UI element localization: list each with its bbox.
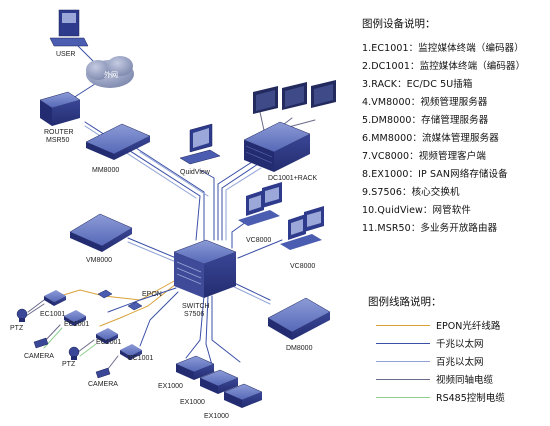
ex1000-1: EX1000 [158,355,215,390]
ptz-1: PTZ [10,308,28,332]
camera-2: CAMERA [88,367,118,388]
camera-1: CAMERA [24,337,54,360]
ptz-1-label: PTZ [10,325,24,332]
vc8000-b-label: VC8000 [290,263,315,270]
ex1000-3: EX1000 [204,383,263,420]
ex1000-1-label: EX1000 [158,383,183,390]
camera-1-label: CAMERA [24,353,54,360]
line-swatch-rs485 [376,397,430,398]
device-legend-item: 1.EC1001：监控媒体终端（编码器） [362,43,524,54]
device-legend-item: 7.VC8000：视频管理客户端 [362,151,486,162]
vc8000-b: VC8000 [280,206,324,270]
line-legend-label: RS485控制电缆 [436,393,505,404]
ex1000-2: EX1000 [180,369,239,406]
dc1001-rack: DC1001+RACK [243,121,318,182]
device-legend-item: 11.MSR50：多业务开放路由器 [362,223,498,234]
line-legend-label: 千兆以太网 [436,339,484,350]
dm8000-storage: DM8000 [267,297,331,352]
ec1001-3: EC1001 [96,328,121,346]
router-label-2: MSR50 [46,137,69,144]
ec1001-4-label: EC1001 [128,355,153,362]
dm8000-label: DM8000 [286,345,313,352]
ec1001-2: EC1001 [64,310,89,328]
line-legend-label: 视频同轴电缆 [436,375,494,386]
ec1001-4: EC1001 [120,344,153,362]
epon-splitter: EPON [97,289,162,311]
mm8000-label: MM8000 [92,167,119,174]
vc8000-a-label: VC8000 [246,237,271,244]
line-legend-title: 图例线路说明： [368,296,442,308]
line-rack-switch [217,159,256,241]
switch-s7506: SWITCH S7506 [173,239,237,318]
line-vm8000-switch [127,237,177,259]
internet-cloud: 外网 [86,56,134,88]
quidview-pc: QuidView [179,123,221,176]
switch-label-2: S7506 [184,311,204,318]
line-ec-camera [25,299,45,317]
user-computer: USER [49,9,89,58]
line-switch-ex1000 [185,295,205,359]
router-label-1: ROUTER [44,129,74,136]
vc8000-a: VC8000 [238,182,282,244]
user-label: USER [56,51,75,58]
router-msr50: ROUTER MSR50 [39,91,81,144]
line-swatch-epon [376,325,430,326]
ec1001-2-label: EC1001 [64,321,89,328]
line-legend-label: 百兆以太网 [436,357,484,368]
ptz-2: PTZ [62,346,80,368]
line-mm8000-switch [135,147,205,241]
ex1000-2-label: EX1000 [180,399,205,406]
ex1000-3-label: EX1000 [204,413,229,420]
device-legend-item: 10.QuidView：网管软件 [362,205,471,216]
ec1001-1-label: EC1001 [40,311,65,318]
switch-label-1: SWITCH [182,303,210,310]
line-swatch-fast-ethernet [376,361,430,362]
device-legend-item: 2.DC1001：监控媒体终端（编码器） [362,61,526,72]
device-legend-title: 图例设备说明： [362,18,436,30]
device-legend-item: 3.RACK：EC/DC 5U插箱 [362,79,473,90]
ptz-2-label: PTZ [62,361,76,368]
device-legend-item: 9.S7506：核心交换机 [362,187,460,198]
line-legend-label: EPON光纤线路 [436,321,501,332]
ec1001-1: EC1001 [40,290,66,318]
line-switch-ec1001 [107,287,177,313]
video-wall [253,80,336,114]
device-legend-item: 6.MM8000：流媒体管理服务器 [362,133,499,144]
vm8000-label: VM8000 [86,257,112,264]
epon-label: EPON [142,291,162,298]
line-swatch-gigabit [376,343,430,344]
line-vc8000-switch [231,221,247,249]
internet-label: 外网 [104,70,118,79]
quidview-label: QuidView [180,169,211,176]
line-swatch-coax [376,379,430,380]
dc1001-rack-label: DC1001+RACK [268,175,318,182]
device-legend-item: 4.VM8000：视频管理服务器 [362,97,488,108]
ec1001-3-label: EC1001 [96,339,121,346]
line-quidview-switch [199,169,215,241]
vm8000-server: VM8000 [69,213,133,264]
device-legend-item: 5.DM8000：存储管理服务器 [362,115,489,126]
device-legend-item: 8.EX1000：IP SAN网络存储设备 [362,169,508,180]
camera-2-label: CAMERA [88,381,118,388]
mm8000-server: MM8000 [85,123,151,174]
